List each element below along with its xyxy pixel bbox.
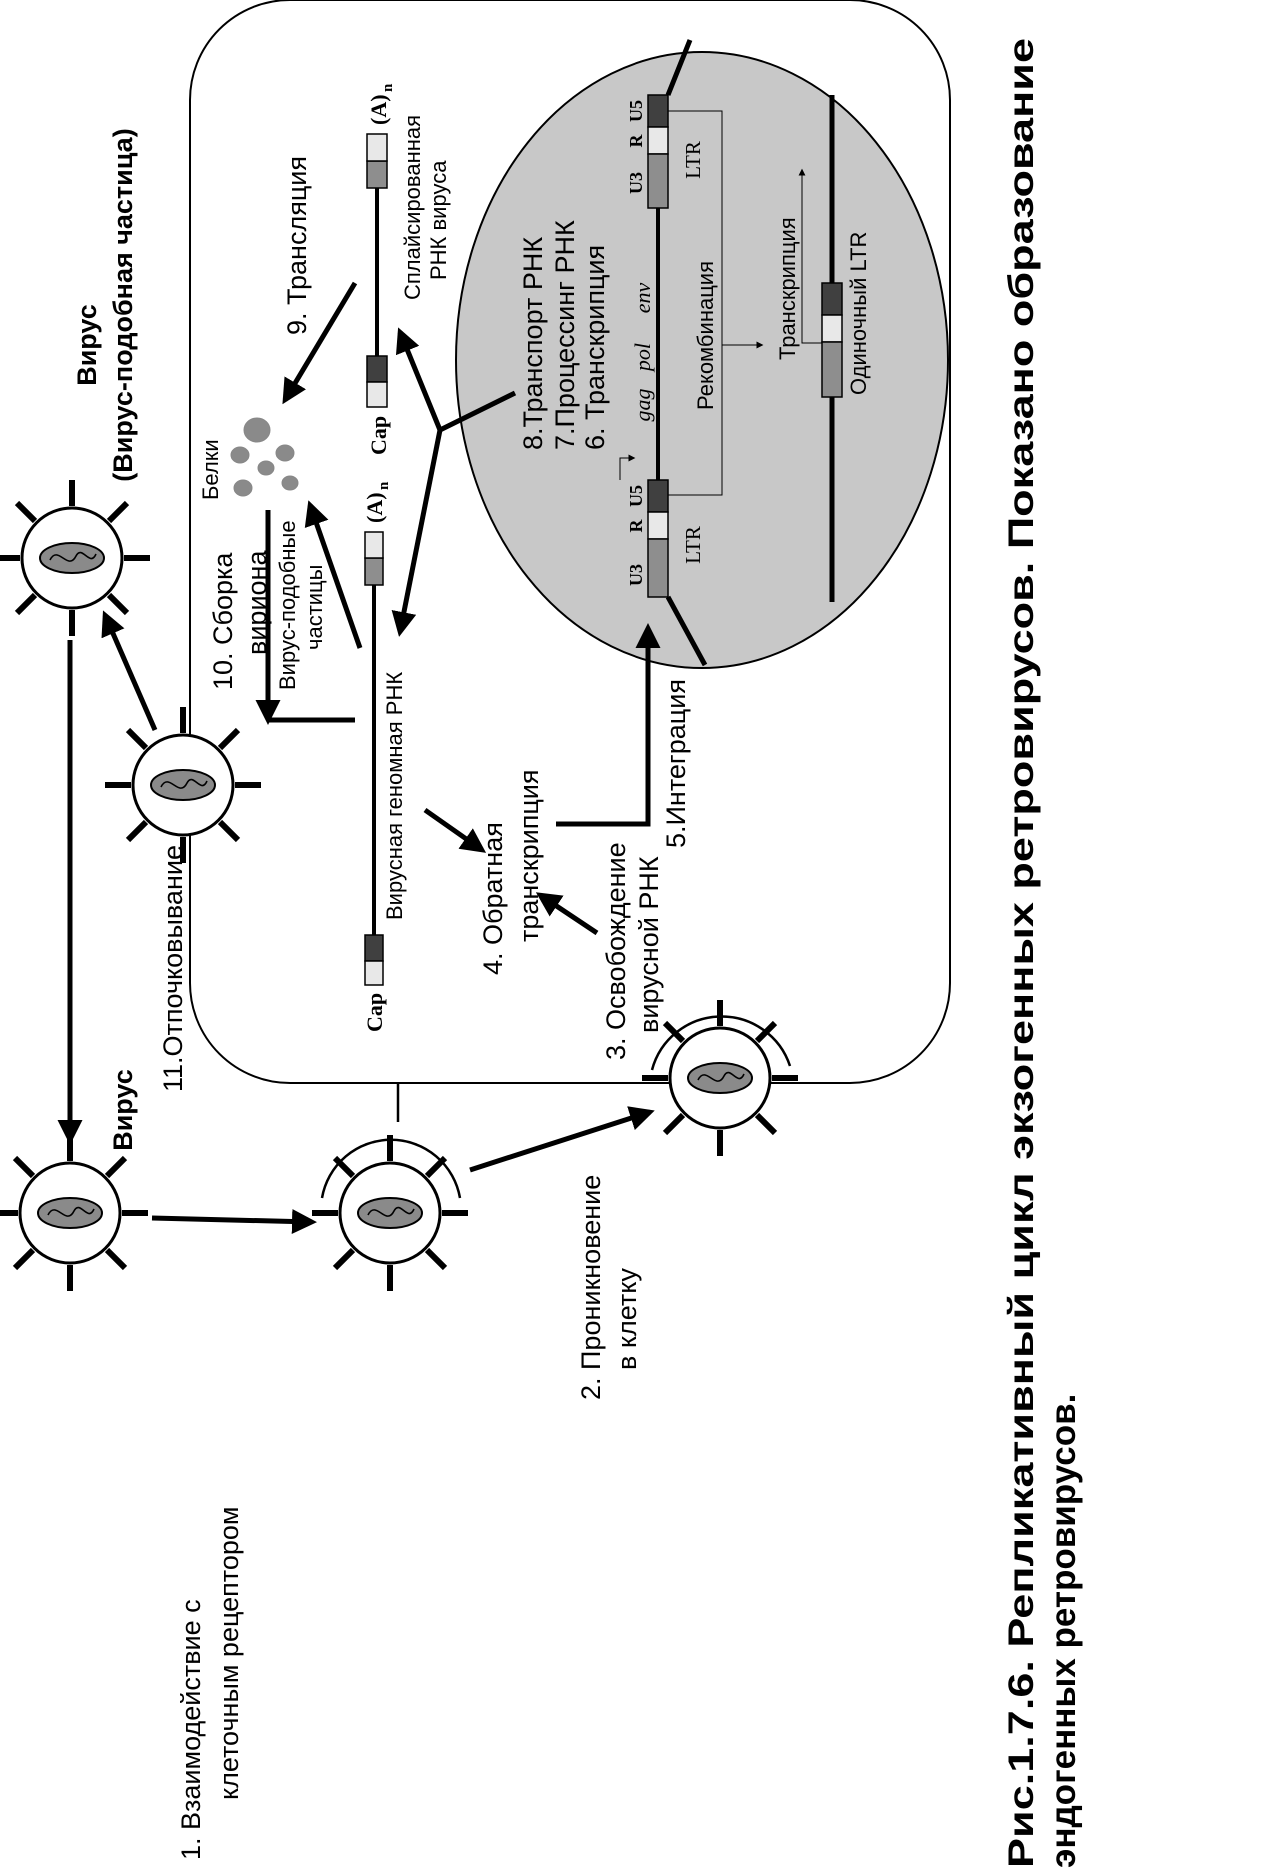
step6-label: 6. Транскрипция bbox=[580, 245, 610, 450]
recombination-label: Рекомбинация bbox=[693, 261, 718, 410]
virus-like-particle-label: (Вирус-подобная частица) bbox=[108, 128, 138, 481]
step8-label: 8.Транспорт РНК bbox=[518, 237, 548, 450]
r-label: R bbox=[626, 519, 646, 533]
polya-label: (A) bbox=[362, 492, 387, 523]
virus-particle-icon bbox=[312, 1135, 468, 1291]
cap-label: Cap bbox=[366, 416, 391, 455]
cap-label: Cap bbox=[362, 993, 387, 1032]
step10-label: 10. Сборка bbox=[208, 552, 238, 690]
env-label: env bbox=[630, 283, 655, 314]
step11-label: 11.Отпочковывание bbox=[158, 845, 188, 1092]
single-ltr-label: Одиночный LTR bbox=[846, 232, 871, 395]
transcription-label: Транскрипция bbox=[775, 217, 800, 360]
vlp-label: Вирус-подобные bbox=[275, 520, 300, 690]
step4-label: 4. Обратная bbox=[478, 822, 508, 975]
arrow-icon bbox=[535, 892, 599, 936]
proteins-label: Белки bbox=[198, 439, 223, 500]
step9-label: 9. Трансляция bbox=[282, 156, 312, 335]
step4-label-2: транскрипция bbox=[514, 769, 544, 942]
polya-sub-label: n bbox=[380, 83, 396, 92]
arrow-icon bbox=[423, 807, 487, 853]
u5-label: U5 bbox=[626, 485, 646, 507]
virus-label-left: Вирус bbox=[108, 1069, 138, 1151]
step2-label: 2. Проникновение bbox=[576, 1175, 606, 1400]
ltr-label: LTR bbox=[681, 141, 705, 179]
step7-label: 7.Процессинг РНК bbox=[550, 220, 580, 450]
step2-label-2: в клетку bbox=[612, 1268, 642, 1370]
spliced-rna-label: Сплайсированная bbox=[400, 115, 425, 300]
pol-label: pol bbox=[630, 343, 655, 373]
virus-particle-icon bbox=[642, 1000, 798, 1156]
virus-particle-icon bbox=[0, 1135, 148, 1291]
vlp-label-2: частицы bbox=[302, 565, 327, 650]
protein-blob-icon bbox=[230, 417, 299, 497]
step1-label: 1. Взаимодействие с bbox=[176, 1599, 206, 1860]
step1-label-2: клеточным рецептором bbox=[214, 1507, 244, 1800]
arrow-icon bbox=[556, 623, 661, 827]
virus-label: Вирус bbox=[72, 304, 102, 386]
polya-label: (A) bbox=[366, 94, 391, 125]
spliced-rna-label-2: РНК вируса bbox=[426, 160, 451, 280]
u3-label: U3 bbox=[626, 564, 646, 586]
step10-label-2: вириона bbox=[242, 550, 272, 655]
endocytosis-membrane bbox=[320, 1138, 462, 1199]
figure-caption: Рис.1.7.6. Репликативный цикл экзогенных… bbox=[1002, 38, 1041, 1868]
r-label: R bbox=[626, 134, 646, 148]
gag-label: gag bbox=[630, 389, 655, 422]
virus-particle-icon bbox=[105, 707, 261, 863]
arrow-icon bbox=[304, 500, 363, 649]
step5-label: 5.Интеграция bbox=[661, 679, 691, 848]
arrow-icon bbox=[151, 1209, 317, 1234]
step3-label-2: вирусной РНК bbox=[634, 856, 664, 1033]
ltr-label: LTR bbox=[681, 526, 705, 564]
polya-sub-label: n bbox=[376, 481, 392, 490]
figure-caption-2: эндогенных ретровирусов. bbox=[1044, 1394, 1083, 1868]
arrow-icon bbox=[282, 281, 358, 405]
arrow-icon bbox=[391, 429, 443, 637]
entry-membrane bbox=[650, 1015, 792, 1071]
arrow-icon bbox=[395, 327, 443, 431]
u5-label: U5 bbox=[626, 100, 646, 122]
nucleus bbox=[455, 51, 949, 669]
arrow-icon bbox=[469, 1106, 655, 1173]
step3-label: 3. Освобождение bbox=[601, 842, 631, 1060]
virus-particle-icon bbox=[0, 480, 150, 636]
arrow-icon bbox=[101, 610, 158, 731]
u3-label: U3 bbox=[626, 172, 646, 194]
genomic-rna-label: Вирусная геномная РНК bbox=[382, 672, 407, 920]
